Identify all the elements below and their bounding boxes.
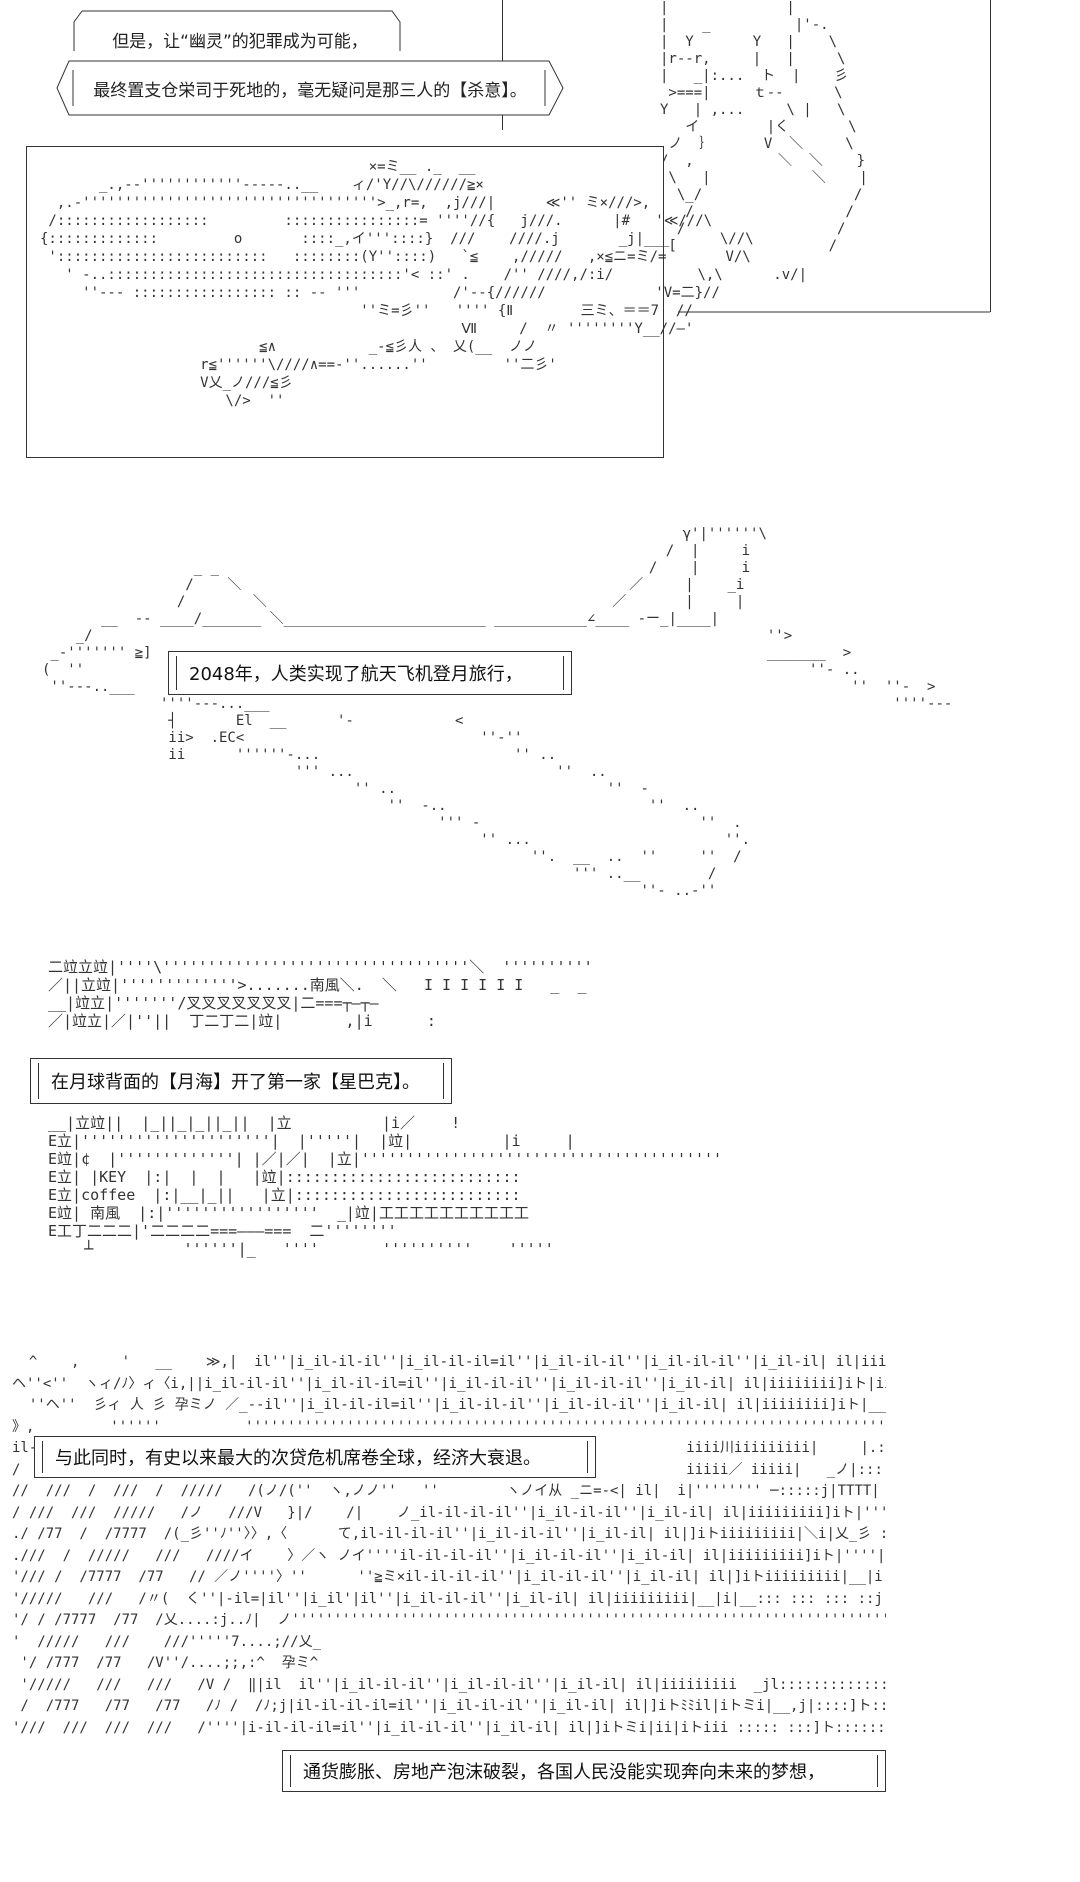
caption-frame-2 (56, 60, 564, 116)
storefront-bottom-ascii-art: __|立竝|| |_||_|_||_|| |立 |i／ ! E立|'''''''… (48, 1114, 723, 1258)
caption-6-text: 通货膨胀、房地产泡沫破裂，各国人民没能实现奔向未来的梦想， (303, 1762, 825, 1783)
shuttle-art-panel (26, 146, 664, 458)
figure-panel-border (990, 0, 991, 312)
caption-6: 通货膨胀、房地产泡沫破裂，各国人民没能实现奔向未来的梦想， (282, 1750, 886, 1792)
caption-5: 与此同时，有史以来最大的次贷危机席卷全球，经济大衰退。 (34, 1436, 596, 1478)
crisis-ascii-art: ^ , ' __ ≫,| il''|i_il-il-il''|i_il-il-i… (12, 1354, 886, 1736)
caption-1: 但是，让“幽灵”的犯罪成为可能， (112, 31, 368, 52)
shuttle-ascii-art: ×=ミ__ ._ __ _.,--''''''''''''-----..__ ィ… (40, 159, 808, 409)
key-sign: KEY (99, 1168, 127, 1186)
south-wind-sign-1: 南風 (309, 976, 340, 994)
figure-ascii-art: | | | _ |'-. | Y Y | \ |r--r, | | \ | _|… (660, 0, 868, 254)
south-wind-sign-2: 南風 (90, 1204, 121, 1222)
caption-3: 2048年，人类实现了航天飞机登月旅行， (168, 651, 572, 695)
caption-4: 在月球背面的【月海】开了第一家【星巴克】。 (30, 1058, 452, 1104)
caption-frame-1 (73, 10, 401, 51)
storefront-top-ascii-art: 二竝立竝|''''\''''''''''''''''''''''''''''''… (48, 958, 593, 1030)
figure-panel-frame (678, 311, 990, 313)
coffee-sign: coffee (81, 1186, 136, 1204)
caption-4-text: 在月球背面的【月海】开了第一家【星巴克】。 (51, 1072, 420, 1093)
caption-5-text: 与此同时，有史以来最大的次贷危机席卷全球，经济大衰退。 (55, 1448, 541, 1469)
caption-3-text: 2048年，人类实现了航天飞机登月旅行， (189, 664, 523, 685)
airplane-ascii-art: γ'|''''''\ / | i _ _ / | i / (42, 526, 953, 899)
caption-2: 最终置支仓栄司于死地的，毫无疑问是那三人的【杀意】。 (93, 80, 527, 101)
